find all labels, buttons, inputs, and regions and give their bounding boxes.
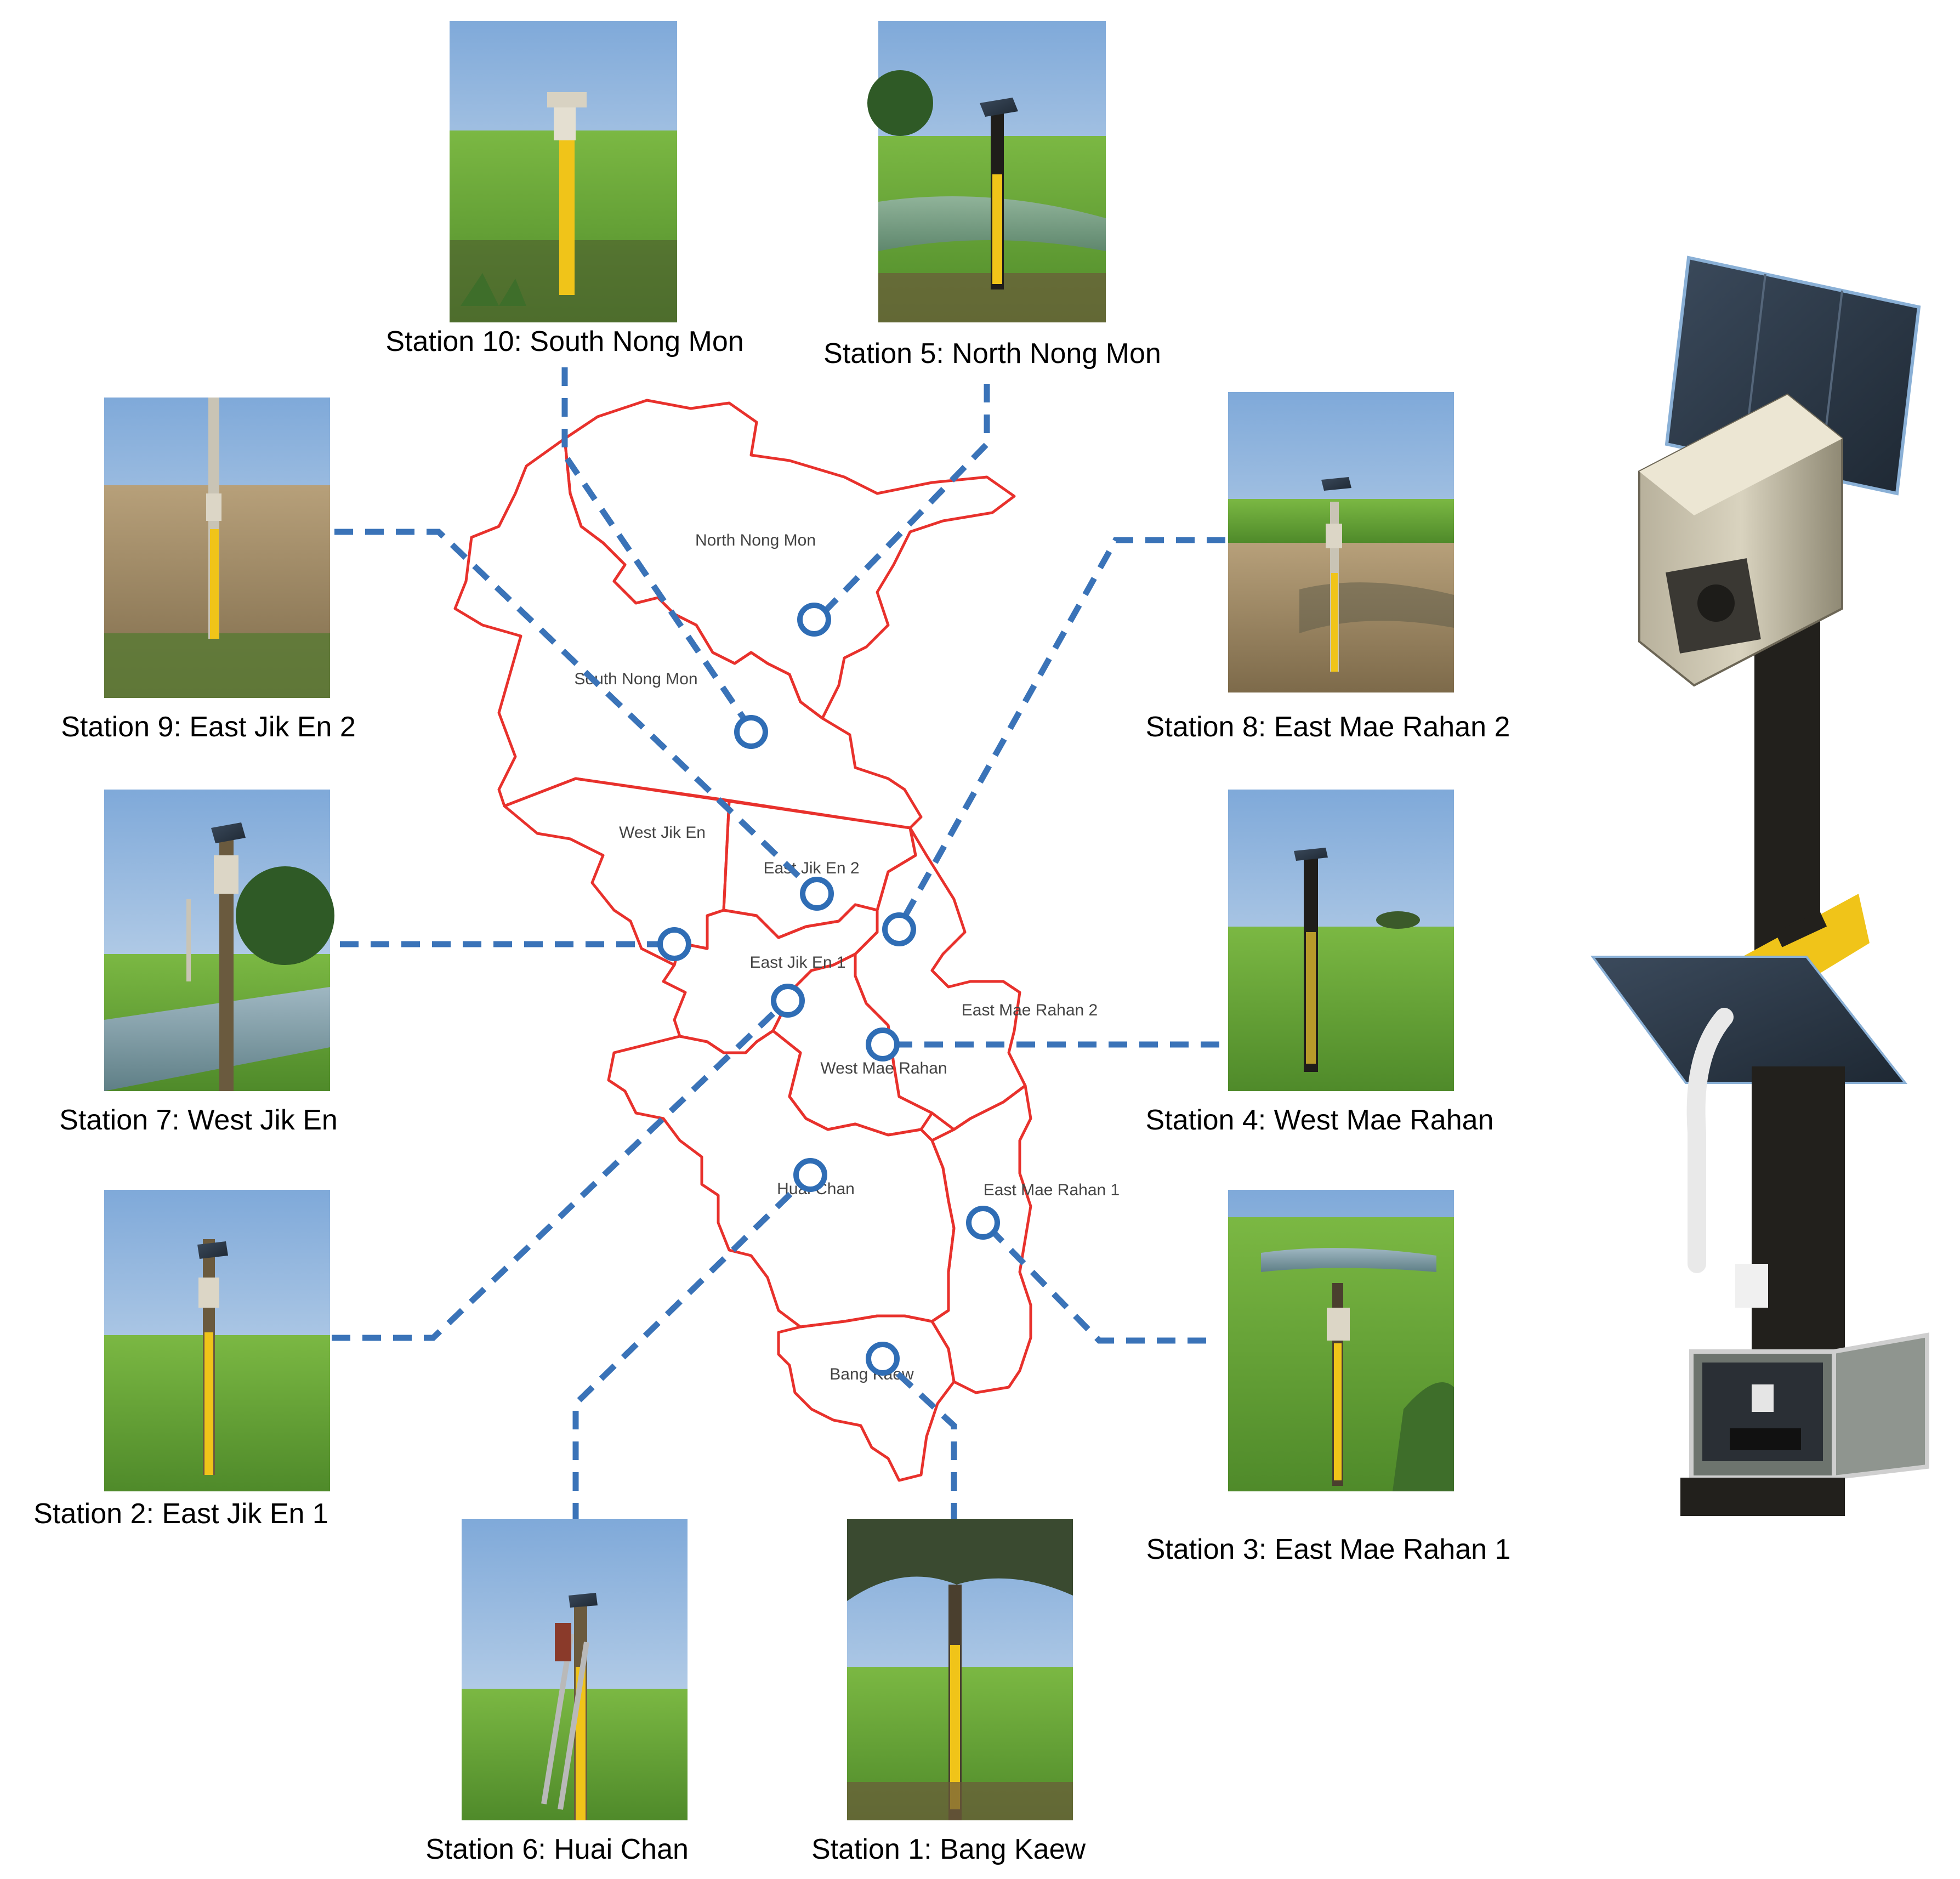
district-label-east-jik-en-1: East Jik En 1: [749, 953, 845, 972]
caption-station-2: Station 2: East Jik En 1: [33, 1498, 328, 1530]
connector-station-1: [880, 1357, 957, 1522]
boundary-west-jik-en: [503, 777, 731, 967]
district-label-east-jik-en-2: East Jik En 2: [763, 859, 859, 877]
station-markers: [657, 603, 1000, 1376]
boundary-east-jik-en-1: [662, 903, 879, 1054]
connector-station-8: [896, 537, 1225, 928]
caption-station-7: Station 7: West Jik En: [59, 1104, 338, 1136]
photo-station-9: [104, 398, 330, 698]
caption-station-10: Station 10: South Nong Mon: [385, 326, 743, 357]
district-label-north-nong-mon: North Nong Mon: [695, 531, 816, 549]
caption-station-5: Station 5: North Nong Mon: [823, 338, 1161, 370]
marker-station-5[interactable]: [797, 603, 831, 637]
caption-station-4: Station 4: West Mae Rahan: [1146, 1104, 1494, 1136]
marker-station-3[interactable]: [966, 1206, 1000, 1240]
caption-station-3: Station 3: East Mae Rahan 1: [1146, 1534, 1511, 1565]
connector-station-3: [982, 1221, 1206, 1344]
caption-station-9: Station 9: East Jik En 2: [61, 711, 356, 743]
marker-station-7[interactable]: [657, 927, 691, 961]
district-map: [453, 399, 1032, 1482]
caption-station-6: Station 6: Huai Chan: [425, 1833, 689, 1865]
marker-station-6[interactable]: [793, 1158, 827, 1192]
connector-station-10: [561, 367, 754, 731]
connector-lines: [332, 367, 1250, 1522]
caption-station-8: Station 8: East Mae Rahan 2: [1146, 711, 1510, 743]
connector-station-5: [815, 384, 990, 622]
solar-logger-cabinet-icon: [1590, 956, 1929, 1516]
boundary-south-nong-mon: [453, 437, 923, 830]
connector-station-9: [334, 529, 819, 896]
photo-station-5: [867, 21, 1106, 322]
district-label-west-jik-en: West Jik En: [619, 824, 706, 842]
photo-station-4: [1228, 790, 1454, 1091]
boundary-bang-kaew: [777, 1314, 956, 1482]
photo-station-7: [104, 790, 334, 1091]
photo-station-3: [1228, 1190, 1454, 1491]
marker-station-1[interactable]: [866, 1342, 900, 1376]
marker-station-10[interactable]: [734, 715, 768, 749]
photo-station-8: [1228, 392, 1454, 692]
photo-station-10: [450, 21, 677, 322]
marker-station-2[interactable]: [771, 984, 805, 1018]
district-label-west-mae-rahan: West Mae Rahan: [820, 1059, 947, 1077]
district-label-east-mae-rahan-2: East Mae Rahan 2: [962, 1001, 1098, 1019]
marker-station-9[interactable]: [800, 877, 834, 911]
district-label-east-mae-rahan-1: East Mae Rahan 1: [984, 1181, 1120, 1199]
boundary-east-mae-rahan-1: [930, 1084, 1032, 1394]
boundary-east-mae-rahan-2: [854, 826, 1027, 1131]
marker-station-4[interactable]: [866, 1028, 900, 1061]
connector-station-2: [332, 998, 789, 1341]
marker-station-8[interactable]: [882, 912, 916, 946]
photo-station-6: [462, 1519, 688, 1820]
photo-station-1: [847, 1519, 1073, 1820]
caption-station-1: Station 1: Bang Kaew: [811, 1833, 1086, 1865]
connector-station-6: [572, 1174, 811, 1522]
photo-station-2: [104, 1190, 330, 1491]
